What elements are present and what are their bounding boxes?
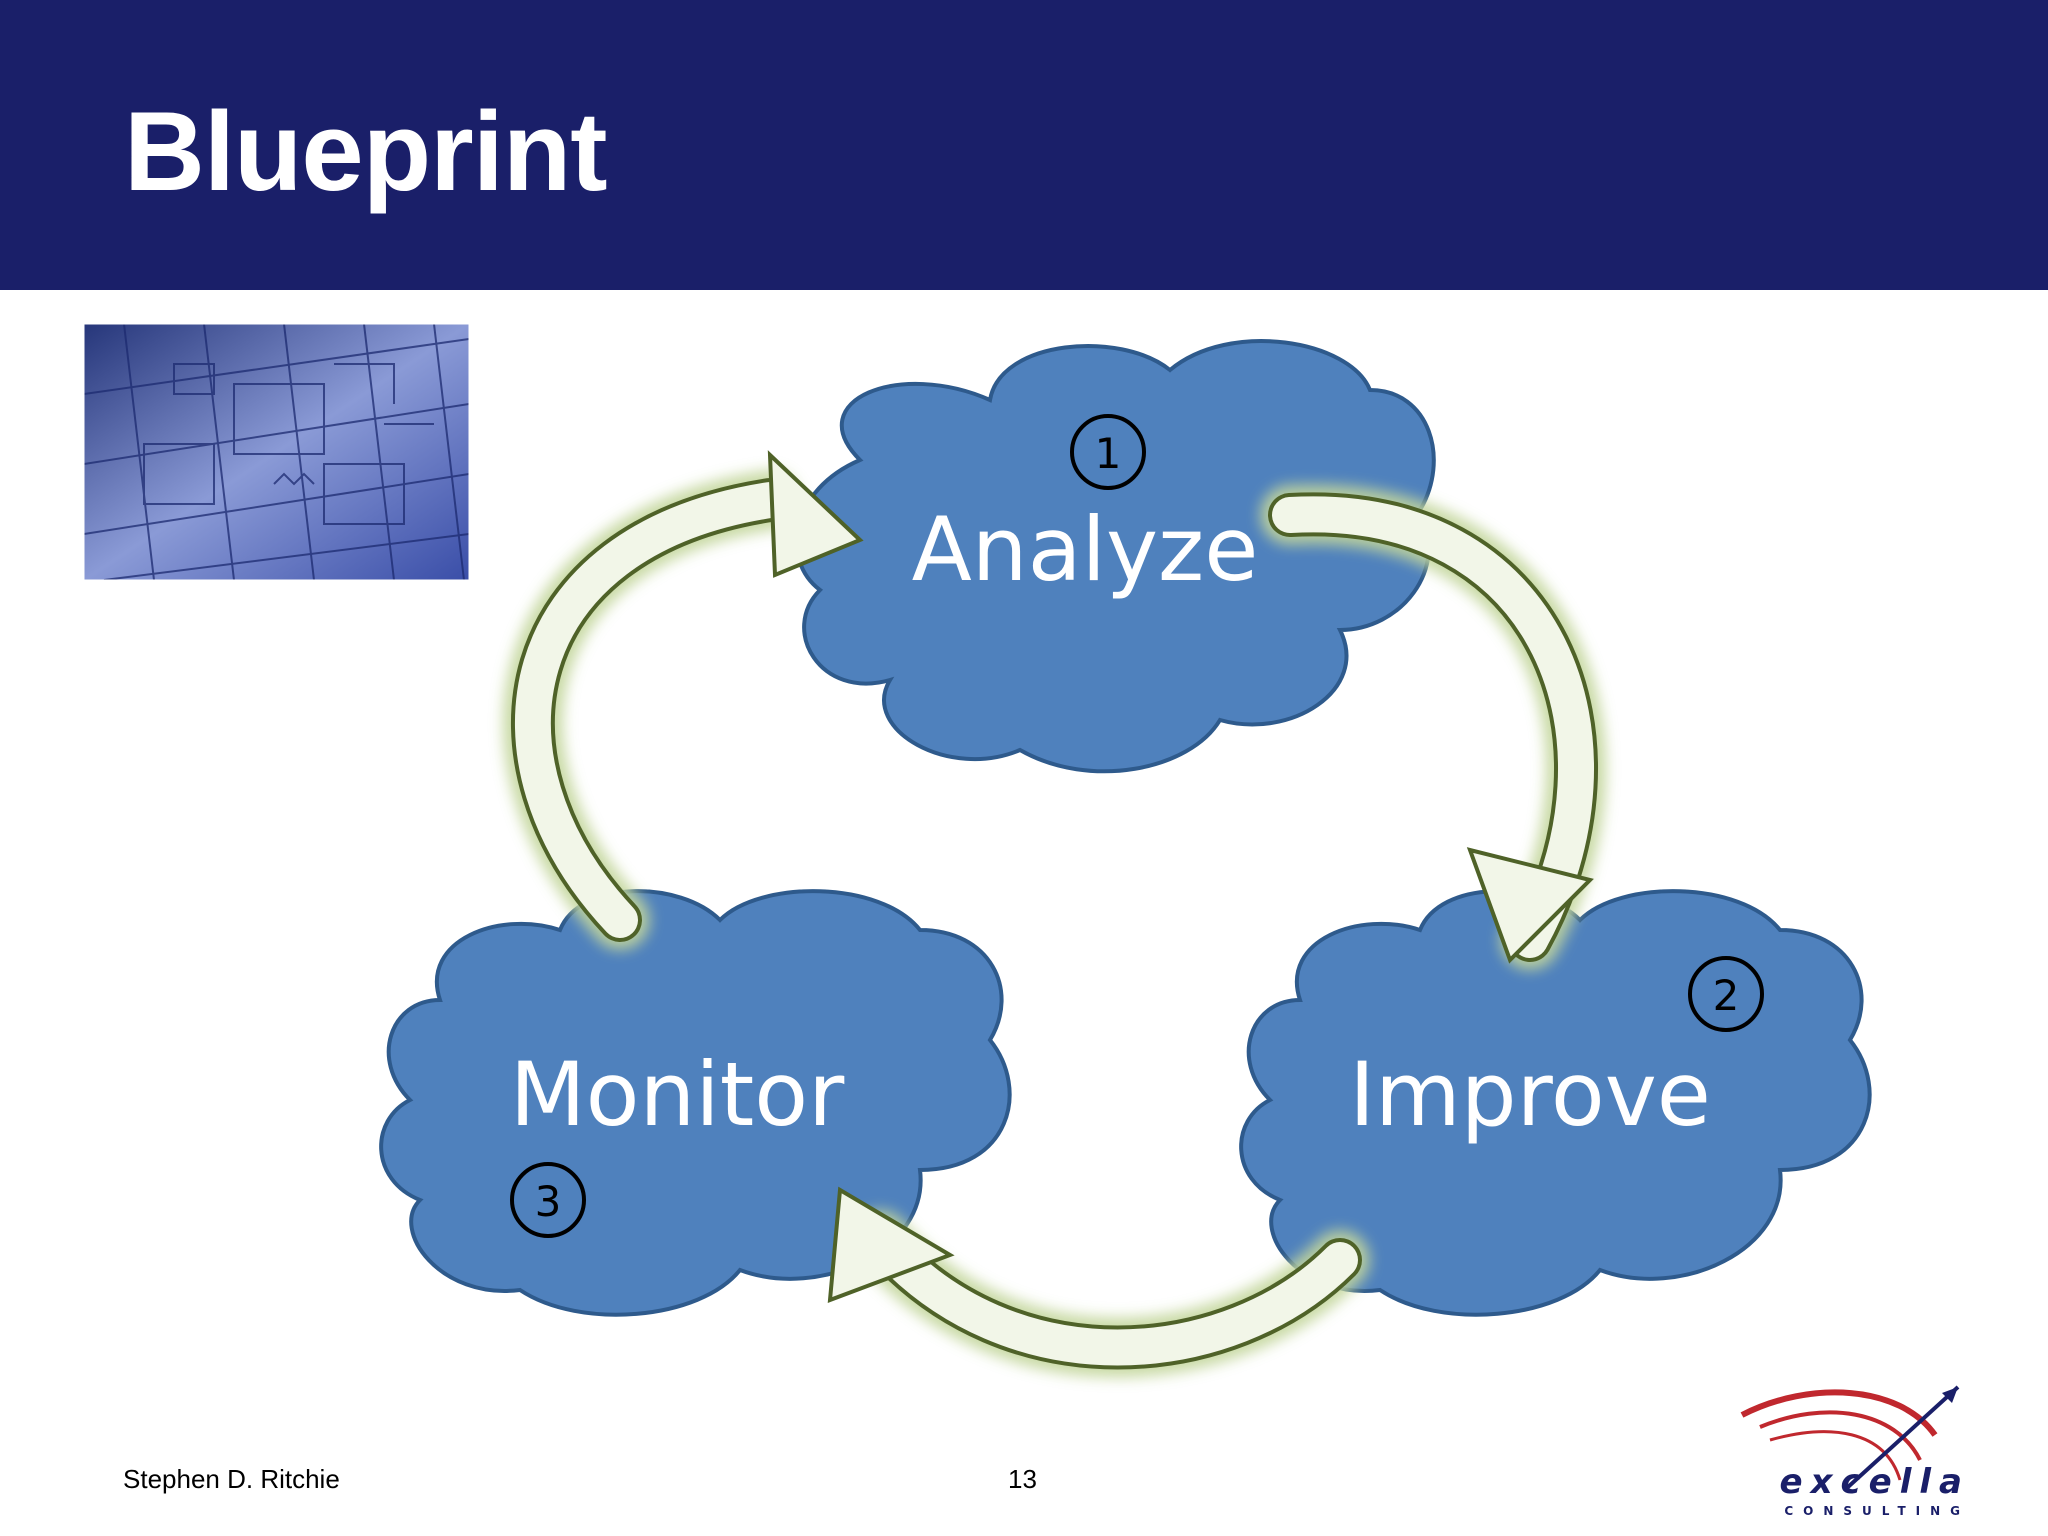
title-banner: Blueprint <box>0 0 2048 290</box>
step-2: 2 <box>1713 971 1740 1020</box>
step-3: 3 <box>535 1177 562 1226</box>
arrow-to-improve <box>1466 847 1594 964</box>
blueprint-image <box>84 324 469 580</box>
node-label-analyze: Analyze <box>912 498 1259 601</box>
arrow-to-monitor <box>827 1186 955 1303</box>
logo-word: excella <box>1780 1462 1970 1502</box>
footer-author: Stephen D. Ritchie <box>123 1464 340 1494</box>
node-label-monitor: Monitor <box>510 1043 845 1146</box>
excella-swoosh-logo: excella CONSULTING <box>1740 1385 1970 1518</box>
cloud-analyze <box>794 339 1436 774</box>
node-label-improve: Improve <box>1349 1043 1711 1146</box>
page-number: 13 <box>1008 1464 1037 1494</box>
slide-title: Blueprint <box>124 89 608 214</box>
arrow-to-analyze <box>767 450 864 578</box>
step-1: 1 <box>1095 429 1122 478</box>
logo-subword: CONSULTING <box>1784 1504 1970 1518</box>
